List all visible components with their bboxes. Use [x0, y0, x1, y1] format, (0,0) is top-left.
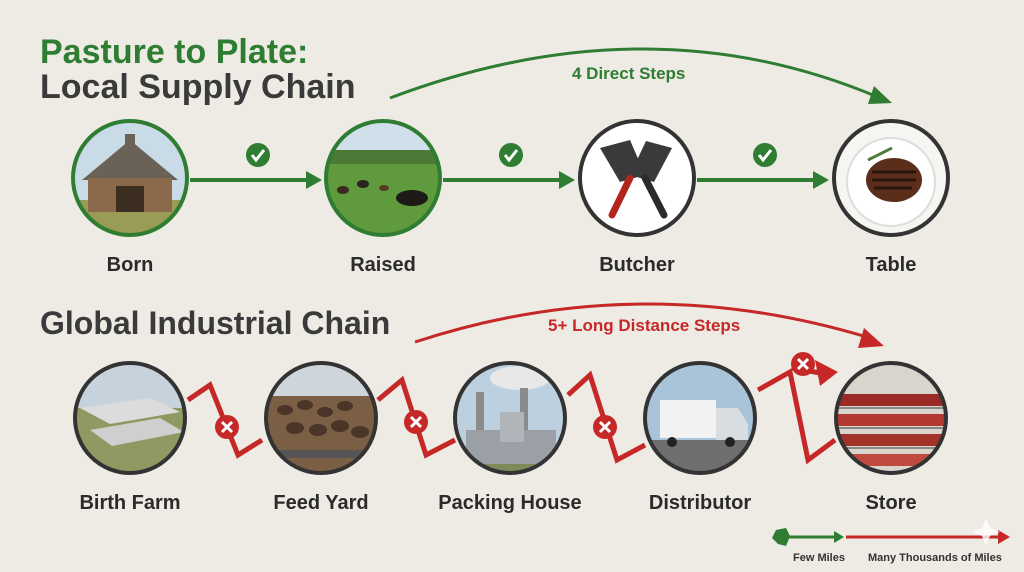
feed-yard-icon [263, 360, 383, 480]
global-overview-arrowhead [858, 328, 884, 348]
steak-plate-icon [834, 121, 948, 235]
check-icon [246, 143, 270, 167]
check-icon [753, 143, 777, 167]
node-label-raised: Raised [283, 254, 483, 277]
node-label-distributor: Distributor [600, 492, 800, 515]
node-label-table: Table [791, 254, 991, 277]
node-label-born: Born [30, 254, 230, 277]
cross-icon [215, 415, 239, 439]
node-label-packing-house: Packing House [410, 492, 610, 515]
node-label-store: Store [791, 492, 991, 515]
birth-farm-icon [72, 360, 192, 480]
truck-icon [642, 360, 762, 480]
node-label-feed-yard: Feed Yard [221, 492, 421, 515]
cattle-pasture-icon [323, 120, 443, 242]
cross-icon [791, 352, 815, 376]
local-overview-arrowhead [868, 86, 892, 104]
barn-icon [70, 120, 190, 240]
cross-icon [593, 415, 617, 439]
distance-scale [772, 528, 1010, 546]
node-label-birth-farm: Birth Farm [30, 492, 230, 515]
sparkle-icon [972, 518, 1000, 546]
many-miles-label: Many Thousands of Miles [868, 552, 1002, 564]
node-label-butcher: Butcher [537, 254, 737, 277]
check-icon [499, 143, 523, 167]
factory-icon [452, 360, 572, 480]
cleaver-icon [580, 121, 694, 235]
cross-icon [404, 410, 428, 434]
local-connectors [190, 171, 829, 189]
global-steps-label: 5+ Long Distance Steps [548, 316, 740, 336]
store-meat-icon [833, 360, 953, 480]
few-miles-label: Few Miles [793, 552, 845, 564]
local-steps-label: 4 Direct Steps [572, 64, 685, 84]
